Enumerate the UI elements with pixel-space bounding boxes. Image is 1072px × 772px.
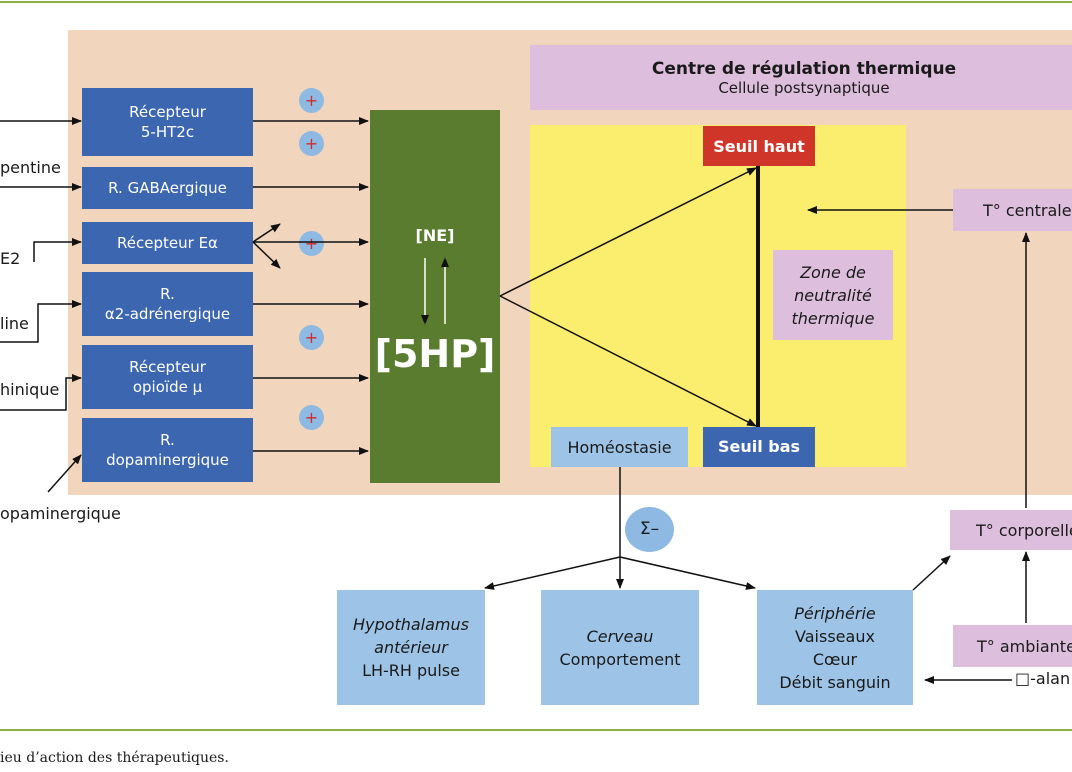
left-label-line: line (0, 314, 29, 333)
arrow-to-seuil-haut (499, 167, 757, 297)
caption: ieu d’action des thérapeutiques. (0, 750, 229, 766)
receptor-label: Récepteur (129, 358, 206, 376)
seuil-haut-label: Seuil haut (713, 136, 805, 156)
t-centrale-label: T° centrale (983, 200, 1072, 220)
receptor-alpha2: R. α2-adrénergique (82, 272, 253, 336)
arrow-ealpha-down (252, 241, 281, 269)
receptor-5ht2c: Récepteur 5-HT2c (82, 88, 253, 156)
ne-label: [NE] (415, 226, 455, 245)
receptor-ealpha: Récepteur Eα (82, 222, 253, 264)
receptor-label: R. (160, 285, 175, 303)
sigma-label: Σ– (639, 519, 660, 539)
hypothalamus-label: LH-RH pulse (362, 661, 460, 680)
receptor-dopamine: R. dopaminergique (82, 418, 253, 482)
receptor-gaba: R. GABAergique (82, 167, 253, 209)
cerveau-box: Cerveau Comportement (541, 590, 699, 705)
t-centrale-box: T° centrale (953, 189, 1072, 231)
plus-sign: + (299, 231, 324, 256)
arrow-in-opioid (0, 374, 82, 411)
receptor-opioid: Récepteur opioïde μ (82, 345, 253, 409)
t-ambiante-box: T° ambiante (953, 625, 1072, 667)
peripherie-label: Débit sanguin (779, 672, 891, 692)
peripherie-box: Périphérie Vaisseaux Cœur Débit sanguin (757, 590, 913, 705)
regulation-centre-subtitle: Cellule postsynaptique (718, 78, 890, 97)
receptor-label: R. (160, 431, 175, 449)
cerveau-label: Cerveau (586, 626, 654, 646)
zone-label: neutralité (794, 285, 872, 305)
plus-sign: + (299, 131, 324, 156)
plus-sign: + (299, 405, 324, 430)
arrow-peripherie-tcorp (912, 555, 951, 591)
bottom-rule (0, 729, 1072, 731)
peripherie-label: Cœur (812, 649, 858, 669)
plus-sign: + (299, 325, 324, 350)
hypothalamus-label: antérieur (374, 638, 448, 657)
neurotransmitter-block: [NE] [5HP] (370, 110, 500, 483)
regulation-centre-title: Centre de régulation thermique (651, 58, 957, 79)
homeostasie-box: Homéostasie (551, 427, 688, 467)
plus-sign: + (299, 88, 324, 113)
homeostasie-label: Homéostasie (567, 437, 672, 457)
left-label-e2: E2 (0, 249, 21, 268)
receptor-label: Récepteur Eα (117, 234, 218, 252)
arrow-in-dopamine (47, 454, 82, 493)
alan-label: □-alan (1015, 669, 1071, 688)
hypothalamus-label: Hypothalamus (353, 615, 469, 634)
cerveau-label: Comportement (559, 649, 681, 669)
arrow-in-alpha2 (0, 300, 82, 343)
arrow-to-hypothalamus (484, 556, 621, 590)
t-corporelle-label: T° corporelle (976, 520, 1072, 540)
receptor-label: Récepteur (129, 103, 206, 121)
hypothalamus-box: Hypothalamus antérieur LH-RH pulse (337, 590, 485, 705)
seuil-bas-box: Seuil bas (703, 427, 815, 467)
receptor-label: 5-HT2c (140, 123, 195, 141)
zone-label: Zone de (800, 262, 866, 282)
arrow-to-seuil-bas (499, 295, 757, 427)
peripherie-label: Vaisseaux (795, 626, 875, 646)
5hp-label: [5HP] (374, 332, 496, 376)
zone-neutralite-box: Zone de neutralité thermique (773, 250, 893, 340)
sigma-circle: Σ– (625, 507, 674, 552)
receptor-label: α2-adrénergique (104, 305, 231, 323)
peripherie-label: Périphérie (794, 603, 876, 623)
receptor-label: dopaminergique (106, 451, 229, 469)
zone-label: thermique (791, 308, 875, 328)
regulation-centre-box: Centre de régulation thermique Cellule p… (530, 45, 1072, 110)
arrow-in-ealpha (33, 238, 82, 262)
t-corporelle-box: T° corporelle (950, 510, 1072, 550)
arrow-ealpha-up (252, 223, 281, 243)
receptor-label: R. GABAergique (108, 179, 227, 197)
seuil-bas-label: Seuil bas (717, 437, 801, 456)
arrow-to-peripherie (619, 556, 756, 590)
top-rule (0, 1, 1072, 3)
t-ambiante-label: T° ambiante (977, 636, 1072, 656)
left-label-dopaminergique: opaminergique (0, 504, 121, 523)
left-label-pentine: pentine (0, 158, 61, 177)
left-label-hinique: hinique (0, 380, 60, 399)
receptor-label: opioïde μ (132, 378, 203, 396)
seuil-haut-box: Seuil haut (703, 126, 815, 166)
